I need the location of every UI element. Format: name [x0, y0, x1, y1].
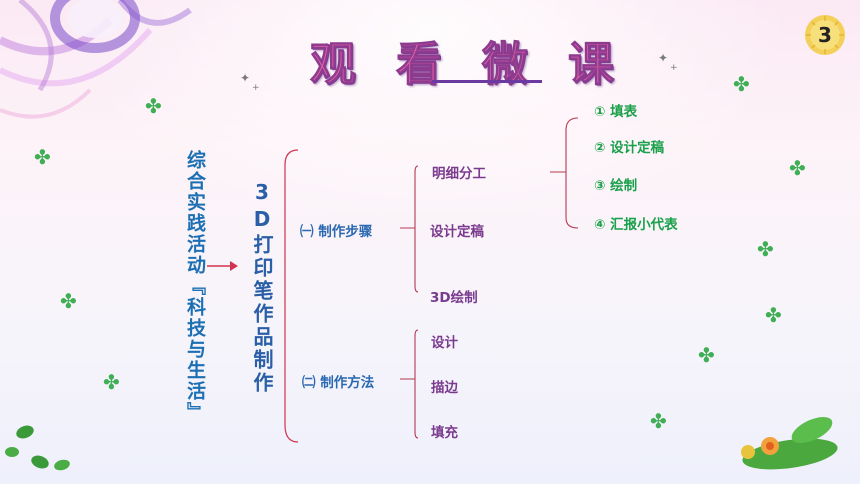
step-design: 设计定稿 [430, 224, 484, 240]
division-item-2: ② 设计定稿 [594, 140, 665, 156]
svg-text:✤: ✤ [145, 94, 162, 118]
svg-text:✤: ✤ [650, 409, 667, 433]
sparkle-decoration: ✦ + ✦ + [240, 51, 678, 93]
step-draw: 3D绘制 [430, 290, 478, 306]
subject-title: 3D打印笔作品制作 [250, 180, 274, 395]
svg-text:+: + [252, 83, 260, 93]
branch-steps: ㈠ 制作步骤 [300, 224, 373, 240]
svg-text:✤: ✤ [765, 303, 782, 327]
division-brace [550, 117, 579, 229]
svg-text:✤: ✤ [698, 343, 715, 367]
page-number: 3 [818, 23, 832, 47]
main-brace [284, 149, 299, 443]
svg-text:✤: ✤ [757, 237, 774, 261]
branch-methods: ㈡ 制作方法 [302, 375, 375, 391]
arrow-icon [207, 261, 238, 271]
svg-text:✤: ✤ [60, 289, 77, 313]
svg-text:✤: ✤ [34, 145, 51, 169]
step-division: 明细分工 [432, 166, 486, 182]
title-underline [432, 80, 542, 83]
topic-title: 综合实践活动『科技与生活』 [184, 150, 206, 423]
division-item-3: ③ 绘制 [594, 178, 638, 194]
method-design: 设计 [431, 335, 458, 351]
division-item-1: ① 填表 [594, 104, 638, 120]
clover-decoration: ✤ ✤ ✤ ✤ ✤ ✤ ✤ ✤ ✤ ✤ [34, 72, 806, 433]
leaves-decoration [5, 425, 70, 471]
svg-text:✤: ✤ [103, 370, 120, 394]
svg-text:✤: ✤ [733, 72, 750, 96]
flower-decoration [741, 417, 838, 470]
page-badge-icon [805, 15, 845, 55]
svg-text:✦: ✦ [658, 51, 668, 65]
svg-text:+: + [670, 63, 678, 73]
title-part-1: 观 看 [309, 37, 483, 92]
steps-brace [400, 165, 419, 293]
method-outline: 描边 [431, 380, 458, 396]
division-item-4: ④ 汇报小代表 [594, 217, 678, 233]
method-fill: 填充 [431, 425, 458, 441]
svg-text:✦: ✦ [240, 71, 250, 85]
swirl-decoration [0, 0, 192, 119]
methods-brace [400, 329, 419, 439]
svg-text:✤: ✤ [789, 156, 806, 180]
